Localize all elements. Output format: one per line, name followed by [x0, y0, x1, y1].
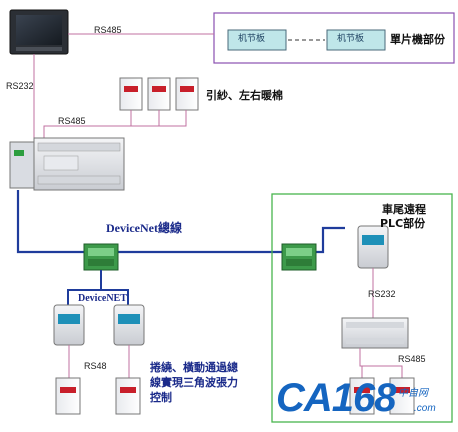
board-1-label: 机节板 [238, 34, 266, 44]
top-drives [119, 77, 199, 111]
devicenet-module-left-2 [113, 304, 145, 346]
remote-section-box [271, 193, 453, 423]
remote-devicenet-module [357, 225, 389, 269]
remote-drives [349, 377, 415, 415]
mcu-section-box [213, 12, 455, 64]
devicenet-cable-label: DeviceNet總線 [106, 221, 182, 235]
board-2 [326, 29, 386, 51]
left-caption-line2: 線實現三角波張力 [150, 376, 238, 389]
board-2-label: 机节板 [337, 34, 365, 44]
bottom-left-drives [55, 377, 141, 415]
board-1 [227, 29, 287, 51]
left-caption-line3: 控制 [150, 391, 172, 404]
remote-plc [341, 317, 409, 349]
watermark-logo: CA168 [276, 376, 397, 420]
devicenet-tag-label: DeviceNET [78, 293, 127, 304]
remote-title-line1: 車尾遠程 [382, 203, 426, 216]
devicenet-module-left-1 [53, 304, 85, 346]
top-drives-rs485-label: RS485 [58, 116, 86, 126]
main-plc [9, 137, 125, 191]
watermark-sub: 中自网 [398, 388, 428, 399]
hmi-rs485-label: RS485 [94, 25, 122, 35]
remote-rs485-label: RS485 [398, 354, 426, 364]
watermark-url: .com [414, 403, 436, 414]
remote-title-line2: PLC部份 [380, 217, 426, 230]
devicenet-tap-left [83, 243, 119, 271]
hmi-panel [9, 9, 69, 55]
top-drives-caption: 引紗、左右暖棉 [206, 89, 283, 102]
hmi-rs232-label: RS232 [6, 81, 34, 91]
mcu-part-label: 單片機部份 [390, 33, 445, 46]
remote-rs232-label: RS232 [368, 289, 396, 299]
left-rs485-label: RS48 [84, 361, 107, 371]
devicenet-tap-right [281, 243, 317, 271]
left-caption-line1: 捲繞、橫動通過總 [150, 361, 238, 374]
